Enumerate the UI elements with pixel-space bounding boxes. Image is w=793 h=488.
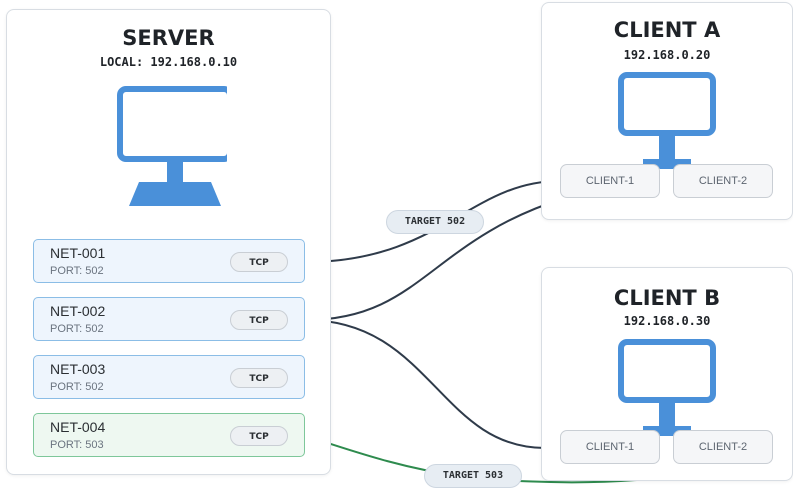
net-id: NET-004 (50, 419, 106, 435)
net-row-004[interactable]: NET-004 PORT: 503 TCP (33, 413, 305, 457)
server-address: LOCAL: 192.168.0.10 (99, 55, 238, 69)
protocol-badge: TCP (230, 252, 288, 272)
net-row-001[interactable]: NET-001 PORT: 502 TCP (33, 239, 305, 283)
net-row-003[interactable]: NET-003 PORT: 502 TCP (33, 355, 305, 399)
client-a-title: CLIENT A (613, 18, 721, 42)
edge-client-a2-to-net-002 (304, 197, 566, 325)
net-row-002[interactable]: NET-002 PORT: 502 TCP (33, 297, 305, 341)
client-b-tag-1[interactable]: CLIENT-1 (560, 430, 660, 464)
protocol-badge: TCP (230, 426, 288, 446)
edge-client-b1-to-net-002 (304, 315, 546, 449)
desktop-monitor-icon (117, 86, 227, 206)
edge-label-target-503: TARGET 503 (424, 464, 522, 488)
client-a-address: 192.168.0.20 (623, 48, 711, 62)
net-port: PORT: 502 (50, 381, 104, 393)
server-panel: SERVER LOCAL: 192.168.0.10 NET-001 PORT:… (6, 9, 331, 475)
net-id: NET-002 (50, 303, 106, 319)
protocol-badge: TCP (230, 310, 288, 330)
net-id: NET-003 (50, 361, 106, 377)
desktop-monitor-icon (618, 339, 716, 436)
edge-label-target-502: TARGET 502 (386, 210, 484, 234)
net-port: PORT: 502 (50, 323, 104, 335)
desktop-monitor-icon (618, 72, 716, 169)
net-port: PORT: 502 (50, 265, 104, 277)
net-id: NET-001 (50, 245, 106, 261)
net-port: PORT: 503 (50, 439, 104, 451)
client-a-tag-2[interactable]: CLIENT-2 (673, 164, 773, 198)
protocol-badge: TCP (230, 368, 288, 388)
client-a-tag-1[interactable]: CLIENT-1 (560, 164, 660, 198)
server-title: SERVER (122, 26, 215, 50)
client-b-tag-2[interactable]: CLIENT-2 (673, 430, 773, 464)
client-b-title: CLIENT B (613, 286, 721, 310)
client-b-address: 192.168.0.30 (623, 314, 711, 328)
client-a-panel: CLIENT A 192.168.0.20 (541, 2, 793, 220)
